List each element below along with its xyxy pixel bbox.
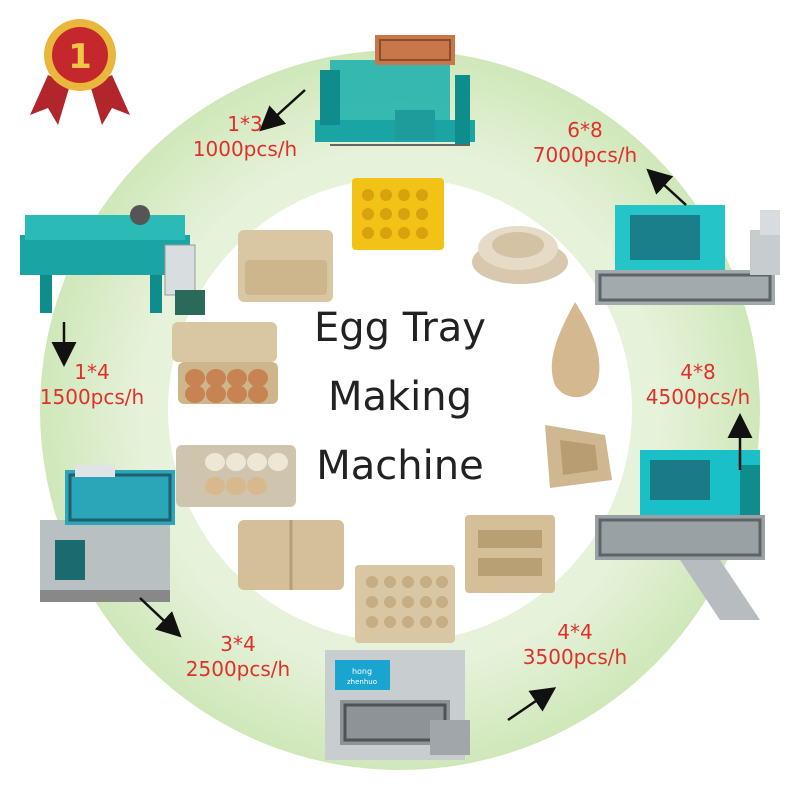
arrow-to-3x4 (139, 597, 182, 638)
label-4x8: 4*8 4500pcs/h (618, 360, 778, 410)
arrow-to-1x3 (259, 89, 306, 132)
title-line2: Making (327, 374, 473, 420)
machine-4x8-image (595, 450, 765, 620)
egg-carton-white-eggs-image (176, 445, 296, 507)
pear-pulp-mold-image (551, 302, 600, 398)
machine-6x8-image (595, 205, 780, 305)
label-6x8-capacity: 7000pcs/h (532, 143, 638, 167)
egg-carton-12-image (238, 230, 333, 302)
label-1x4-model: 1*4 (74, 360, 110, 384)
label-6x8-model: 6*8 (567, 118, 603, 142)
label-3x4-model: 3*4 (220, 632, 256, 656)
machine-1x3-image (315, 35, 475, 146)
label-4x4-model: 4*4 (557, 620, 593, 644)
machine-1x4-image (20, 205, 205, 315)
machine-brand-line1: hong (352, 667, 372, 676)
machine-brand-line2: zhenhuo (347, 678, 377, 686)
award-badge-icon: 1 (30, 19, 130, 125)
label-3x4: 3*4 2500pcs/h (158, 632, 318, 682)
label-4x8-model: 4*8 (680, 360, 716, 384)
yellow-egg-tray-image (352, 178, 444, 250)
label-1x3-capacity: 1000pcs/h (192, 137, 298, 161)
label-1x3-model: 1*3 (227, 112, 263, 136)
industrial-pulp-packaging-image (465, 515, 555, 593)
title-line1: Egg Tray (314, 305, 486, 351)
pulp-egg-tray-30-image (355, 565, 455, 643)
label-3x4-capacity: 2500pcs/h (185, 657, 291, 681)
egg-carton-brown-eggs-image (172, 322, 278, 404)
arrow-to-4x4 (507, 687, 557, 722)
label-4x4: 4*4 3500pcs/h (495, 620, 655, 670)
pulp-plates-image (472, 226, 568, 284)
double-egg-cartons-image (238, 520, 344, 590)
pulp-corner-protector-image (545, 425, 612, 488)
label-4x8-capacity: 4500pcs/h (645, 385, 751, 409)
title-line3: Machine (316, 443, 484, 489)
arrow-to-6x8 (646, 168, 687, 206)
label-1x4-capacity: 1500pcs/h (39, 385, 145, 409)
machine-4x4-image: hong zhenhuo (325, 650, 470, 760)
label-1x4: 1*4 1500pcs/h (12, 360, 172, 410)
label-6x8: 6*8 7000pcs/h (505, 118, 665, 168)
badge-number: 1 (68, 37, 92, 77)
label-4x4-capacity: 3500pcs/h (522, 645, 628, 669)
label-1x3: 1*3 1000pcs/h (170, 112, 320, 162)
machine-3x4-image (40, 465, 175, 602)
